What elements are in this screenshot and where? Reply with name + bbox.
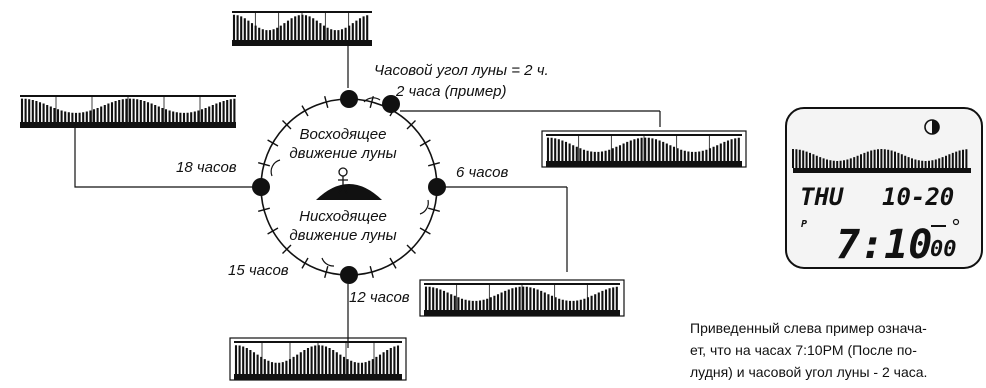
watch-pm-marker: P [801, 219, 807, 230]
tide-panel-right-upper-base-bar [546, 161, 742, 167]
rotation-arrow-right [419, 199, 429, 215]
tide-panel-right-upper-bars [546, 137, 740, 161]
label-hour-angle: Часовой угол луны = 2 ч. [374, 62, 549, 79]
moon-orbit-circle [252, 90, 446, 284]
explanation-caption: Приведенный слева пример означа- ет, что… [690, 317, 986, 383]
label-6-hours: 6 часов [456, 164, 509, 181]
observer-body [338, 176, 348, 194]
moon-dot-12h [340, 266, 358, 284]
line-18h-to-panel [74, 125, 262, 188]
tide-graph-panels [20, 11, 747, 381]
observer-head [338, 167, 348, 177]
label-15-hours: 15 часов [228, 262, 289, 279]
label-rising-line1: Восходящее [299, 126, 387, 143]
tide-panel-bottom-base-bar [234, 374, 402, 380]
watch-date: 10-20 [882, 183, 954, 211]
label-setting-line1: Нисходящее [299, 208, 387, 225]
watch-day: THU [800, 183, 844, 211]
watch-seconds: 00 [930, 237, 957, 262]
tide-panel-left-base-bar [20, 122, 236, 128]
half-moon-fill [932, 120, 939, 134]
caption-line-2: ет, что на часах 7:10PM (После по- [690, 342, 917, 358]
earth-mound [316, 184, 382, 200]
tide-panel-right-lower-base-bar [424, 310, 620, 316]
moon-dot-6h [428, 178, 446, 196]
rotation-arrow-left [270, 159, 281, 177]
person-icon [952, 218, 960, 226]
label-example: 2 часа (пример) [396, 83, 507, 100]
moon-dot-0h [340, 90, 358, 108]
tide-panel-right-lower [419, 279, 625, 317]
watch-time: 7:10 [836, 222, 932, 268]
tide-panel-top-bars [232, 14, 369, 40]
tide-panel-right-lower-bars [424, 286, 618, 310]
label-rising-moon: Восходящее движение луны [282, 125, 404, 163]
moon-dot-18h [252, 178, 270, 196]
label-12-hours: 12 часов [349, 289, 410, 306]
caption-line-1: Приведенный слева пример означа- [690, 320, 927, 336]
connector-lines [74, 46, 661, 348]
rotation-arrow-top [363, 97, 381, 103]
caption-line-3: лудня) и часовой угол луны - 2 часа. [690, 364, 928, 380]
watch-frame [785, 107, 983, 269]
tide-panel-left-bars [20, 98, 236, 122]
label-18-hours: 18 часов [176, 159, 237, 176]
tide-panel-right-upper [541, 130, 747, 168]
tide-panel-bottom [229, 337, 407, 381]
moon-dot-2h [382, 95, 400, 113]
label-setting-line2: движение луны [289, 227, 397, 244]
watch-tide-base [793, 168, 971, 173]
label-rising-line2: движение луны [289, 145, 397, 162]
tide-panel-top-base-bar [232, 40, 372, 46]
tide-panel-top [232, 11, 372, 46]
label-setting-moon: Нисходящее движение луны [282, 207, 404, 245]
watch-tide-bars [792, 149, 968, 168]
rotation-arrow-bottom [321, 257, 335, 267]
tide-panel-left [20, 95, 236, 128]
